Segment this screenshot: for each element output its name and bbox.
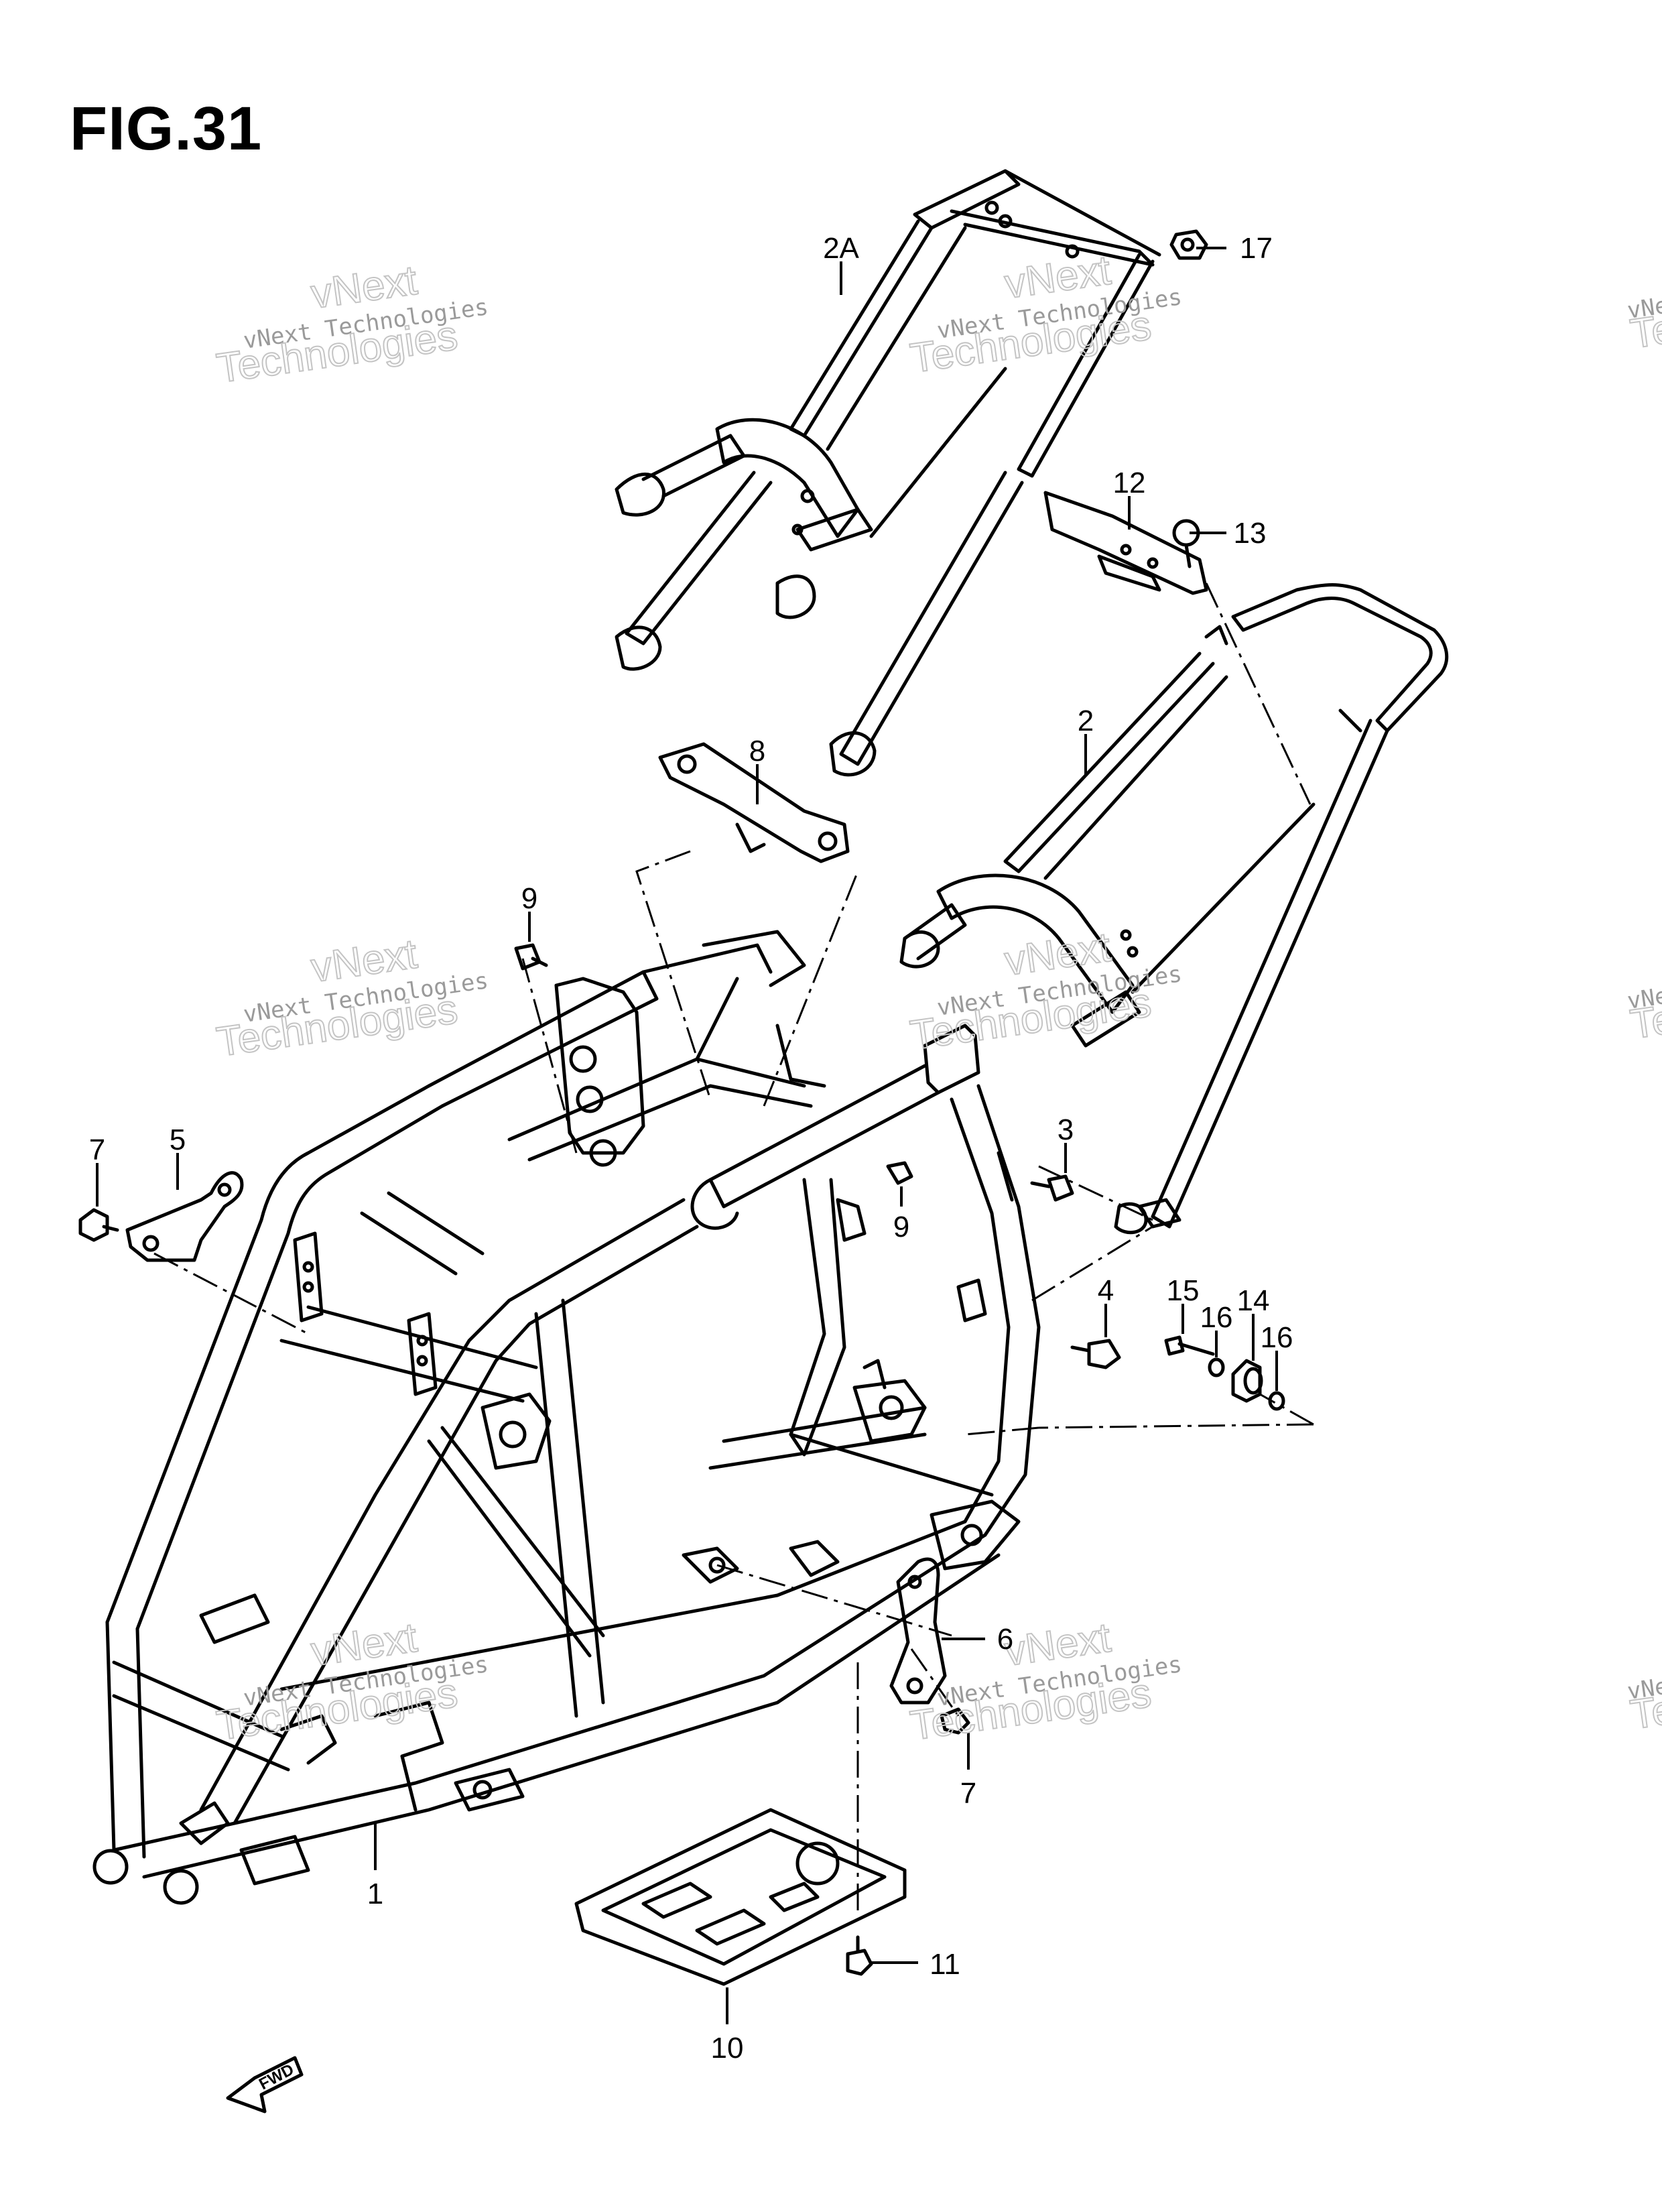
- callout-2: 2: [1078, 704, 1094, 737]
- bolt-11: [846, 1935, 873, 1976]
- callout-2A: 2A: [823, 232, 859, 265]
- washer-16a: [1208, 1357, 1225, 1377]
- callout-6: 6: [997, 1623, 1013, 1656]
- callout-16b: 16: [1261, 1321, 1293, 1354]
- callout-7-right: 7: [960, 1777, 976, 1810]
- figure-title: FIG.31: [70, 95, 263, 163]
- bracket-6: [889, 1557, 947, 1705]
- bolt-15: [1164, 1335, 1215, 1356]
- callout-14: 14: [1237, 1284, 1270, 1317]
- callout-15: 15: [1167, 1274, 1200, 1307]
- bolt-4: [1070, 1339, 1121, 1369]
- callout-5: 5: [170, 1123, 186, 1156]
- callout-labels: 2A 17 12 13 2 8 9 3 9 7 5 4 15 16 14 16 …: [89, 232, 1293, 2065]
- svg-text:Technologies: Technologies: [1628, 969, 1662, 1048]
- bracket-8: [658, 742, 850, 863]
- nut-17: [1169, 229, 1208, 260]
- callout-7-left: 7: [89, 1133, 105, 1166]
- reference-lines: [153, 582, 1314, 1917]
- seat-rail-2a: [615, 169, 1161, 777]
- bolt-3: [1030, 1174, 1074, 1202]
- main-frame-1: [92, 930, 1041, 1905]
- bolt-9-upper: [514, 943, 548, 971]
- bolt-13: [1172, 519, 1200, 568]
- callout-13: 13: [1234, 517, 1267, 550]
- leader-lines: [96, 247, 1278, 2024]
- callout-11: 11: [930, 1948, 960, 1981]
- callout-12: 12: [1113, 467, 1146, 499]
- callout-17: 17: [1240, 232, 1273, 265]
- rear-frame-2: [899, 583, 1449, 1235]
- bolt-7-left: [78, 1208, 119, 1242]
- skid-plate-10: [574, 1808, 907, 1986]
- callout-3: 3: [1058, 1113, 1074, 1146]
- callout-10: 10: [711, 2032, 744, 2065]
- callout-9-upper: 9: [521, 882, 537, 915]
- bolt-7-right: [940, 1707, 970, 1735]
- callout-9-lower: 9: [893, 1211, 909, 1243]
- svg-text:Technologies: Technologies: [1628, 1659, 1662, 1739]
- fwd-arrow-icon: [226, 2056, 304, 2113]
- bolt-9-lower: [886, 1161, 913, 1185]
- bracket-12: [1043, 491, 1208, 595]
- callout-16a: 16: [1200, 1301, 1233, 1334]
- bushing-14: [1231, 1359, 1263, 1403]
- svg-text:Technologies: Technologies: [1628, 278, 1662, 358]
- callout-4: 4: [1098, 1274, 1114, 1307]
- bracket-5: [125, 1171, 244, 1262]
- callout-1: 1: [367, 1878, 383, 1910]
- callout-8: 8: [749, 735, 765, 767]
